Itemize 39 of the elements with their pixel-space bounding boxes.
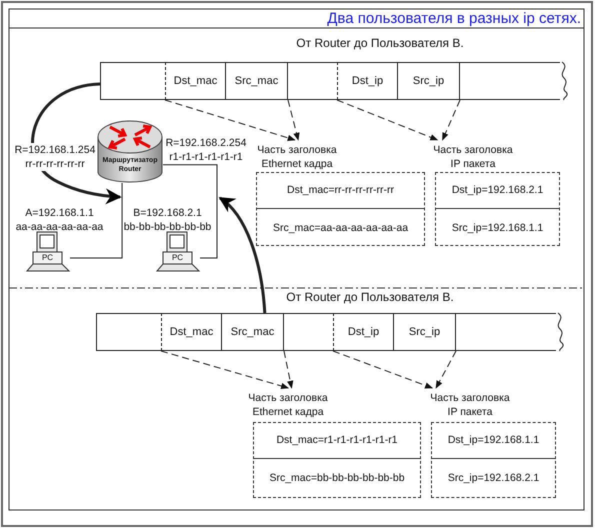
pc-label: PC [40,252,54,264]
field-value: Dst_ip=192.168.1.1 [448,434,540,446]
group-heading: Часть заголовка IP пакета [432,143,514,172]
field-value: Src_mac=bb-bb-bb-bb-bb-bb [269,472,405,484]
dashed-leader [442,100,460,141]
curved-arrow [218,196,266,314]
address-label: B=192.168.2.1 bb-bb-bb-bb-bb-bb [122,206,212,234]
field-value: Dst_mac=r1-r1-r1-r1-r1-r1 [276,434,398,446]
header-field: Src_ip [394,313,456,351]
dashed-leader [288,100,300,141]
field-value: Src_mac=aa-aa-aa-aa-aa-aa [272,222,408,234]
dashed-leader [332,350,433,388]
group-heading: Часть заголовка Ethernet кадра [247,391,329,420]
connector-line [70,182,123,258]
header-field: Dst_mac [165,62,226,100]
dashed-leader [160,350,290,390]
title: Два пользователя в разных ip сетях. [326,10,581,28]
connector-line [162,164,218,258]
field-value: Src_ip=192.168.1.1 [452,222,544,234]
header-field: Src_mac [226,62,288,100]
dashed-leader [336,100,438,140]
dashed-leader [436,350,456,389]
address-label: A=192.168.1.1 aa-aa-aa-aa-aa-aa [14,206,104,234]
address-label: R=192.168.1.254 rr-rr-rr-rr-rr-rr [14,143,96,171]
pc-label: PC [170,252,184,264]
field-value: Src_ip=192.168.2.1 [448,472,540,484]
header-field: Src_mac [222,313,284,351]
header-field: Src_ip [398,62,460,100]
strip-heading: От Router до Пользователя B. [285,290,455,306]
field-value: Dst_mac=rr-rr-rr-rr-rr-rr [287,184,394,196]
dashed-leader [284,350,294,389]
group-heading: Часть заголовка IP пакета [429,391,511,420]
field-value: Dst_ip=192.168.2.1 [452,184,544,196]
header-field: Dst_ip [333,313,394,351]
group-heading: Часть заголовка Ethernet кадра [256,143,338,172]
header-field: Dst_ip [337,62,398,100]
strip-heading: От Router до Пользователя B. [295,36,465,52]
header-field: Dst_mac [161,313,222,351]
dashed-leader [164,100,296,141]
